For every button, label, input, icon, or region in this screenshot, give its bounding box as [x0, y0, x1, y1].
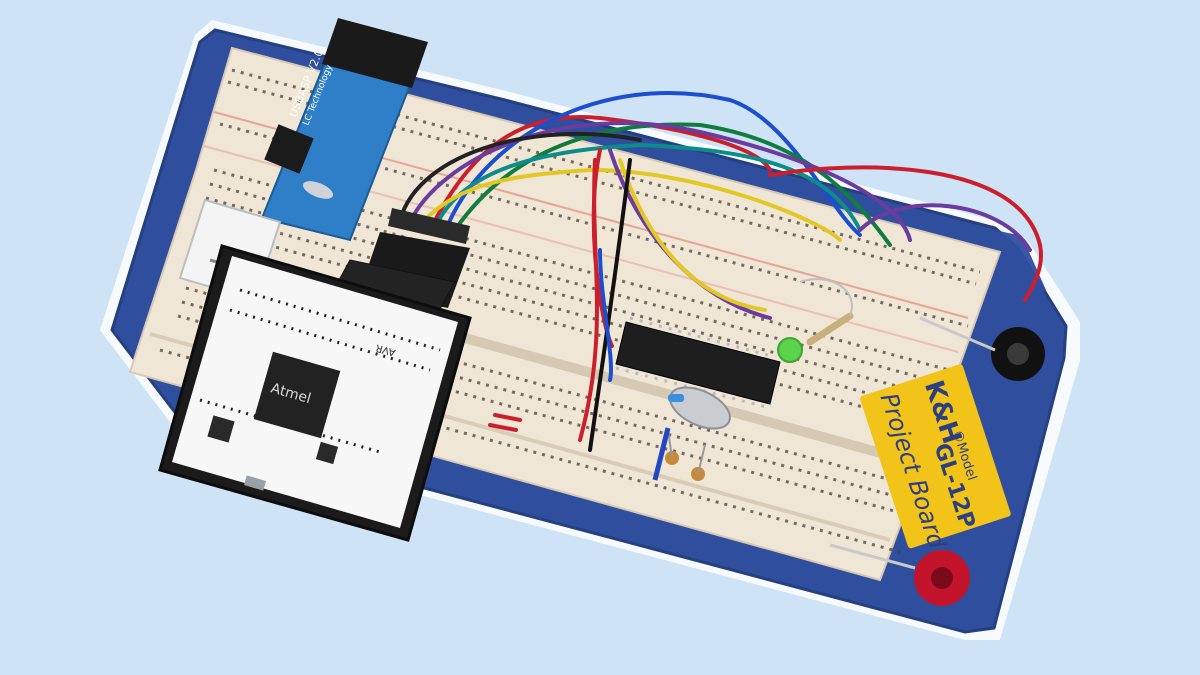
resistor — [799, 278, 854, 346]
debugger-model: AVR — [375, 342, 397, 358]
green-led — [777, 337, 803, 363]
microcontroller-ic — [615, 316, 781, 410]
black-binding-post — [919, 316, 1045, 381]
jumper-wires — [398, 90, 1043, 452]
atmel-debugger: Atmel AVR — [158, 244, 472, 542]
capacitors — [652, 394, 706, 481]
red-binding-post — [829, 543, 970, 606]
breadboard-label: K&H ®Model GL-12P Project Board — [860, 364, 1011, 553]
